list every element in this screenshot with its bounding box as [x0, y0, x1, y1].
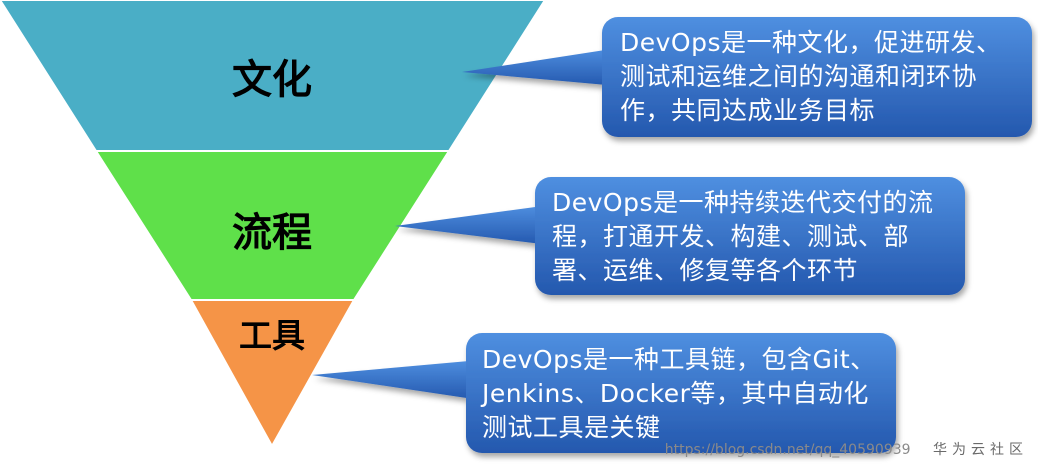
callout-line: DevOps是一种持续迭代交付的流	[552, 188, 934, 217]
callout-line: Jenkins、Docker等，其中自动化	[482, 379, 869, 408]
watermark-brand: 华为云社区	[933, 442, 1028, 458]
watermark: https://blog.csdn.net/qq_40590939 华为云社区	[665, 439, 1028, 459]
callout-line: 测试工具是关键	[482, 413, 661, 442]
callout-culture	[462, 17, 1032, 137]
watermark-url: https://blog.csdn.net/qq_40590939	[664, 442, 911, 458]
callout-tools	[312, 333, 896, 453]
callout-line: DevOps是一种文化，促进研发、	[620, 28, 1002, 57]
callout-process-text: DevOps是一种持续迭代交付的流 程，打通开发、构建、测试、部 署、运维、修复…	[552, 186, 934, 288]
callout-line: 署、运维、修复等各个环节	[552, 256, 859, 285]
layer-label-tools: 工具	[239, 316, 305, 355]
layer-label-culture: 文化	[232, 57, 312, 103]
callout-line: 作，共同达成业务目标	[620, 96, 876, 125]
layer-tools-shape	[189, 299, 356, 449]
callout-process	[395, 177, 965, 295]
callout-line: 测试和运维之间的沟通和闭环协	[620, 62, 978, 91]
callout-line: 程，打通开发、构建、测试、部	[552, 222, 910, 251]
callout-tools-text: DevOps是一种工具链，包含Git、 Jenkins、Docker等，其中自动…	[482, 343, 876, 445]
callout-line: DevOps是一种工具链，包含Git、	[482, 345, 876, 374]
layer-label-process: 流程	[232, 210, 312, 256]
callout-culture-text: DevOps是一种文化，促进研发、 测试和运维之间的沟通和闭环协 作，共同达成业…	[620, 26, 1002, 128]
